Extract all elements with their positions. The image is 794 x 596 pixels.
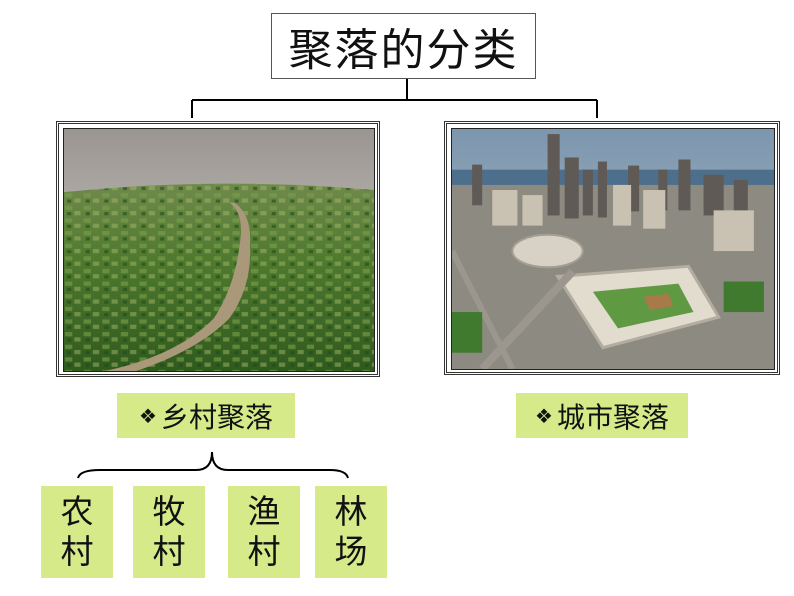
- subtype-herding-village: 牧 村: [133, 486, 205, 578]
- diamond-bullet-icon: ❖: [139, 403, 157, 428]
- subtype-char: 村: [152, 532, 186, 571]
- subtype-char: 村: [247, 532, 281, 571]
- urban-photo-frame: [444, 121, 780, 375]
- rural-photo-frame: [56, 121, 380, 377]
- diamond-bullet-icon: ❖: [535, 403, 553, 428]
- subtype-char: 场: [334, 532, 368, 571]
- urban-aerial-photo: [452, 129, 774, 369]
- subtype-char: 林: [334, 492, 368, 531]
- subtype-char: 渔: [247, 492, 281, 531]
- urban-settlement-label: ❖ 城市聚落: [516, 393, 688, 438]
- subtype-farming-village: 农 村: [41, 486, 113, 578]
- rural-aerial-photo: [64, 129, 374, 371]
- page-title: 聚落的分类: [271, 13, 536, 79]
- rural-subtypes-brace: [77, 451, 349, 479]
- rural-settlement-label: ❖ 乡村聚落: [117, 393, 295, 438]
- subtype-char: 农: [60, 492, 94, 531]
- subtype-char: 村: [60, 532, 94, 571]
- subtype-char: 牧: [152, 492, 186, 531]
- subtype-forest-farm: 林 场: [315, 486, 387, 578]
- urban-label-text: 城市聚落: [556, 400, 669, 434]
- subtype-fishing-village: 渔 村: [228, 486, 300, 578]
- rural-label-text: 乡村聚落: [160, 400, 273, 434]
